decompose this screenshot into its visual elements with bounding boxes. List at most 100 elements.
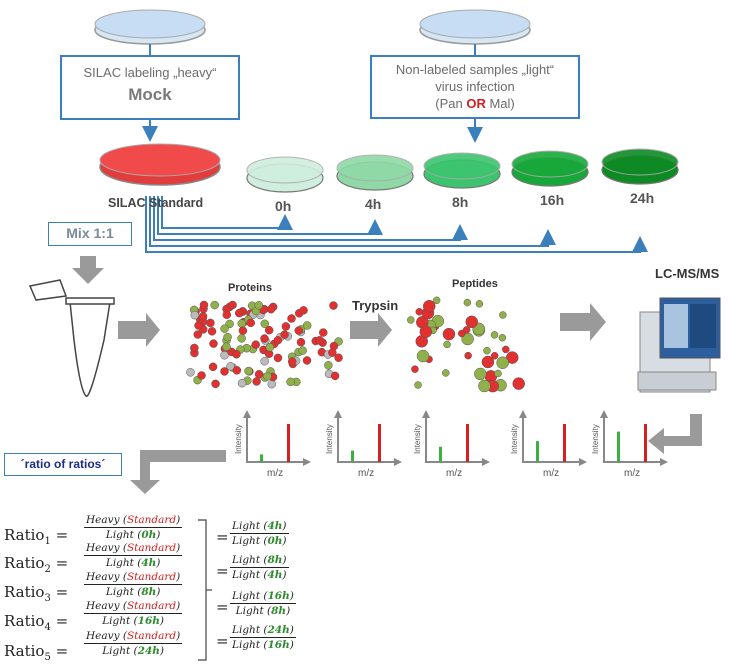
light-peak-4	[536, 441, 539, 462]
arrow-to-lcms	[560, 303, 606, 341]
light-box-line1: Non-labeled samples „light“	[395, 62, 555, 77]
trypsin-label: Trypsin	[352, 298, 399, 313]
ratio-standard: Standard	[126, 571, 177, 583]
heavy-peak-4	[563, 424, 566, 462]
spectrum-ylabel: Intensity	[413, 424, 422, 454]
derived-numerator: Light (4h)	[230, 520, 289, 534]
spectra-panels: Intensitym/zIntensitym/zIntensitym/zInte…	[234, 410, 668, 479]
heavy-box-mock: Mock	[128, 85, 172, 104]
ratio-label-2: Ratio2 =	[4, 554, 69, 575]
tube-image	[28, 279, 115, 397]
mix-label: Mix 1:1	[66, 225, 114, 241]
arrow-to-ratios	[130, 450, 226, 494]
heavy-peak-1	[287, 424, 290, 462]
time-label-16h: 16h	[540, 192, 565, 208]
light-peak-5	[617, 431, 620, 462]
derived-denominator: Light (0h)	[232, 535, 287, 547]
spectrum-1: Intensity m/z	[234, 410, 311, 479]
ratio-standard: Standard	[126, 600, 177, 612]
derived-denominator: Light (4h)	[232, 569, 287, 581]
ratio-subscript: 1	[44, 536, 51, 547]
light-culture-dish	[419, 9, 531, 45]
spectrum-xlabel: m/z	[267, 468, 283, 479]
arrow-to-proteins	[118, 313, 160, 347]
spectrum-xlabel: m/z	[358, 468, 374, 479]
ratio-denominator: Light (0h)	[105, 529, 161, 541]
mix-down-arrow	[72, 256, 104, 284]
ratio-fraction-4: Heavy (Standard)Light (16h)	[84, 600, 183, 627]
mix-box: Mix 1:1	[48, 222, 132, 246]
ratio-label-4: Ratio4 =	[4, 612, 69, 633]
derived-time: 0h	[267, 535, 283, 547]
derived-time: 4h	[267, 520, 283, 532]
time-label-8h: 8h	[452, 194, 469, 210]
derived-fraction-2: Light (8h)Light (4h)	[230, 554, 289, 581]
derived-time: 16h	[267, 590, 290, 602]
light-box-post: Mal)	[485, 96, 515, 111]
derived-fraction-3: Light (16h)Light (8h)	[230, 590, 296, 617]
peptide-fragments-image	[407, 296, 525, 393]
ratio-denominator: Light (4h)	[105, 557, 161, 569]
derived-fraction-1: Light (4h)Light (0h)	[230, 520, 289, 547]
ratio-standard: Standard	[126, 542, 177, 554]
ratio-numerator: Heavy (Standard)	[84, 542, 183, 556]
derived-time: 16h	[267, 639, 290, 651]
ratio-label-5: Ratio5 =	[4, 642, 69, 663]
ratio-subscript: 4	[44, 622, 51, 633]
time-label-0h: 0h	[275, 198, 292, 214]
ratio-numerator: Heavy (Standard)	[84, 571, 183, 585]
derived-time: 4h	[267, 569, 283, 581]
time-label-4h: 4h	[365, 196, 382, 212]
ratio-fraction-5: Heavy (Standard)Light (24h)	[84, 630, 183, 657]
derived-equals-3: =	[216, 598, 229, 616]
ratio-numerator: Heavy (Standard)	[84, 630, 183, 644]
arrow-trypsin	[350, 313, 392, 347]
ratio-time: 16h	[137, 615, 160, 627]
light-box-pre: (Pan	[435, 96, 467, 111]
heavy-culture-dish	[94, 9, 206, 45]
heavy-label-box: SILAC labeling „heavy“ Mock	[60, 55, 240, 120]
derived-fraction-4: Light (24h)Light (16h)	[230, 624, 296, 651]
ratio-subscript: 5	[44, 652, 51, 663]
derived-denominator: Light (16h)	[232, 639, 294, 651]
lcms-instrument-image	[637, 297, 721, 393]
dish-0h	[246, 156, 324, 193]
ratio-standard: Standard	[126, 630, 177, 642]
derived-equals-4: =	[216, 632, 229, 650]
peptides-label: Peptides	[452, 278, 498, 290]
arrow-return	[648, 414, 702, 454]
ratio-brace	[198, 519, 212, 661]
spectrum-ylabel: Intensity	[591, 424, 600, 454]
ratio-denominator: Light (24h)	[102, 645, 165, 657]
derived-time: 8h	[271, 605, 287, 617]
light-box-line3: (Pan OR Mal)	[372, 95, 578, 112]
derived-denominator: Light (8h)	[235, 605, 291, 617]
spectrum-xlabel: m/z	[446, 468, 462, 479]
heavy-peak-2	[378, 424, 381, 462]
time-label-24h: 24h	[630, 190, 655, 206]
ratio-time: 4h	[141, 557, 157, 569]
ratio-denominator: Light (8h)	[105, 586, 161, 598]
light-box-or: OR	[466, 96, 486, 111]
derived-numerator: Light (16h)	[230, 590, 296, 604]
heavy-peak-3	[466, 424, 469, 462]
ratio-of-ratios-box: ´ratio of ratios´	[4, 453, 122, 476]
silac-standard-dish	[99, 143, 221, 186]
ratio-numerator: Heavy (Standard)	[84, 600, 183, 614]
ratio-subscript: 2	[44, 564, 51, 575]
derived-numerator: Light (24h)	[230, 624, 296, 638]
ratio-fraction-3: Heavy (Standard)Light (8h)	[84, 571, 183, 598]
spectrum-ylabel: Intensity	[234, 424, 243, 454]
derived-time: 8h	[267, 554, 283, 566]
ratio-label-1: Ratio1 =	[4, 526, 69, 547]
ratio-subscript: 3	[44, 593, 51, 604]
light-peak-3	[439, 446, 442, 462]
light-box-line2: virus infection	[435, 79, 515, 94]
heavy-box-line1: SILAC labeling „heavy“	[83, 65, 217, 80]
ratio-fraction-2: Heavy (Standard)Light (4h)	[84, 542, 183, 569]
dish-8h	[423, 152, 501, 189]
ratio-time: 8h	[141, 586, 157, 598]
